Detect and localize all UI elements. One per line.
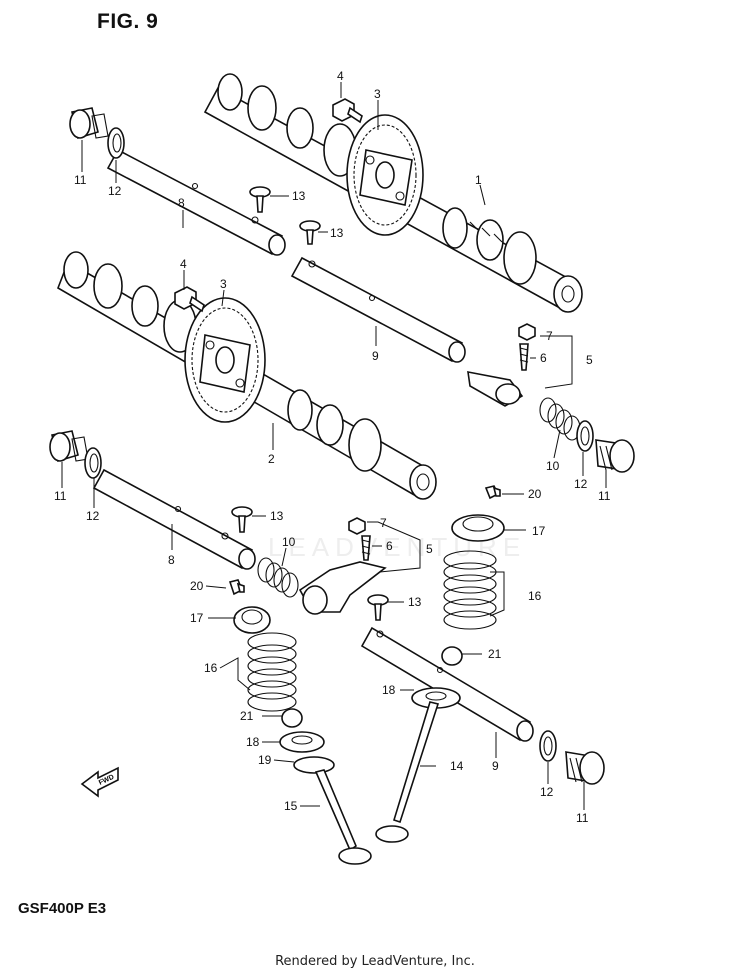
callout-18-right[interactable]: 18 (382, 683, 396, 697)
callout-11-a[interactable]: 11 (74, 173, 87, 187)
washer-12-right-lower[interactable] (539, 730, 557, 762)
callout-9-upper[interactable]: 9 (372, 349, 379, 363)
callout-12-c[interactable]: 12 (86, 509, 100, 523)
cap-bolt-11-upper[interactable] (69, 107, 109, 140)
seal-21-right[interactable] (441, 646, 463, 666)
nut-7-lower[interactable] (348, 517, 366, 535)
callout-10-lower[interactable]: 10 (282, 535, 296, 549)
callout-13-c[interactable]: 13 (270, 509, 284, 523)
callout-2[interactable]: 2 (268, 452, 275, 466)
bolt-4-upper[interactable] (332, 98, 363, 124)
callout-5-lower[interactable]: 5 (426, 542, 433, 556)
washer-12-right-upper[interactable] (576, 420, 594, 452)
callout-11-c[interactable]: 11 (54, 489, 67, 503)
model-code: GSF400P E3 (18, 900, 107, 917)
callout-13-d[interactable]: 13 (408, 595, 422, 609)
callout-5-upper[interactable]: 5 (586, 353, 593, 367)
callout-11-b[interactable]: 11 (598, 489, 611, 503)
callout-8-lower[interactable]: 8 (168, 553, 175, 567)
bolt-4-lower[interactable] (174, 286, 205, 313)
spring-16-left[interactable] (247, 632, 297, 712)
screw-13-d[interactable] (367, 594, 389, 621)
rocker-shaft-9-lower[interactable] (360, 626, 534, 742)
adjust-screw-6-upper[interactable] (519, 343, 529, 371)
callout-21-right[interactable]: 21 (488, 647, 502, 661)
rocker-arm-5-upper[interactable] (467, 371, 524, 407)
callout-10-upper[interactable]: 10 (546, 459, 560, 473)
valve-14[interactable] (375, 701, 440, 843)
callout-16-left[interactable]: 16 (204, 661, 218, 675)
screw-13-a[interactable] (249, 186, 271, 213)
callout-6-upper[interactable]: 6 (540, 351, 547, 365)
spring-seat-18-left[interactable] (279, 731, 325, 753)
callout-4-upper[interactable]: 4 (337, 69, 344, 83)
callout-21-left[interactable]: 21 (240, 709, 254, 723)
screw-13-c[interactable] (231, 506, 253, 533)
callout-7-upper[interactable]: 7 (546, 329, 553, 343)
nut-7-upper[interactable] (518, 323, 536, 341)
sprocket-3-upper[interactable] (346, 114, 424, 236)
callout-15[interactable]: 15 (284, 799, 298, 813)
adjust-screw-6-lower[interactable] (361, 535, 371, 561)
callout-20-left[interactable]: 20 (190, 579, 204, 593)
cap-bolt-11-right-upper[interactable] (595, 439, 635, 473)
figure-title: FIG. 9 (97, 10, 159, 33)
callout-12-d[interactable]: 12 (540, 785, 554, 799)
callouts: 1 2 3 3 4 4 5 5 6 6 7 7 8 8 9 9 10 10 11… (54, 69, 611, 825)
callout-12-a[interactable]: 12 (108, 184, 122, 198)
screw-13-b[interactable] (299, 220, 321, 245)
callout-8-upper[interactable]: 8 (178, 196, 185, 210)
callout-11-d[interactable]: 11 (576, 811, 589, 825)
callout-3-upper[interactable]: 3 (374, 87, 381, 101)
callout-13-b[interactable]: 13 (330, 226, 344, 240)
callout-19[interactable]: 19 (258, 753, 272, 767)
rocker-shaft-8-lower[interactable] (92, 468, 256, 570)
seal-21-left[interactable] (281, 708, 303, 728)
callout-16-right[interactable]: 16 (528, 589, 542, 603)
valve-15[interactable] (314, 769, 372, 865)
washer-19[interactable] (293, 756, 335, 774)
footer-credit: Rendered by LeadVenture, Inc. (275, 954, 475, 969)
cotter-20-left[interactable] (228, 579, 245, 596)
callout-17-right[interactable]: 17 (532, 524, 546, 538)
retainer-17-right[interactable] (451, 514, 505, 542)
callout-9-lower[interactable]: 9 (492, 759, 499, 773)
retainer-17-left[interactable] (233, 606, 271, 634)
rocker-shaft-8-upper[interactable] (106, 148, 286, 256)
callout-20-right[interactable]: 20 (528, 487, 542, 501)
callout-13-a[interactable]: 13 (292, 189, 306, 203)
sprocket-3-lower[interactable] (184, 297, 266, 423)
washer-12-lower[interactable] (84, 447, 102, 479)
callout-4-lower[interactable]: 4 (180, 257, 187, 271)
cotter-20-right[interactable] (484, 485, 501, 500)
rocker-arm-5-lower[interactable] (298, 561, 387, 615)
spring-10-upper[interactable] (539, 397, 581, 441)
callout-12-b[interactable]: 12 (574, 477, 588, 491)
callout-14[interactable]: 14 (450, 759, 464, 773)
rocker-shaft-9-upper[interactable] (290, 256, 466, 363)
callout-6-lower[interactable]: 6 (386, 539, 393, 553)
callout-17-left[interactable]: 17 (190, 611, 204, 625)
spring-16-right[interactable] (443, 550, 497, 630)
callout-7-lower[interactable]: 7 (380, 516, 387, 530)
cap-bolt-11-lower[interactable] (49, 430, 89, 463)
washer-12-upper[interactable] (107, 127, 125, 159)
callout-18-left[interactable]: 18 (246, 735, 260, 749)
spring-10-lower[interactable] (257, 557, 299, 598)
callout-1[interactable]: 1 (475, 173, 482, 187)
leader-lines (61, 82, 607, 810)
callout-3-lower[interactable]: 3 (220, 277, 227, 291)
fwd-arrow-icon: FWD (80, 766, 119, 798)
cap-bolt-11-right-lower[interactable] (565, 751, 605, 785)
